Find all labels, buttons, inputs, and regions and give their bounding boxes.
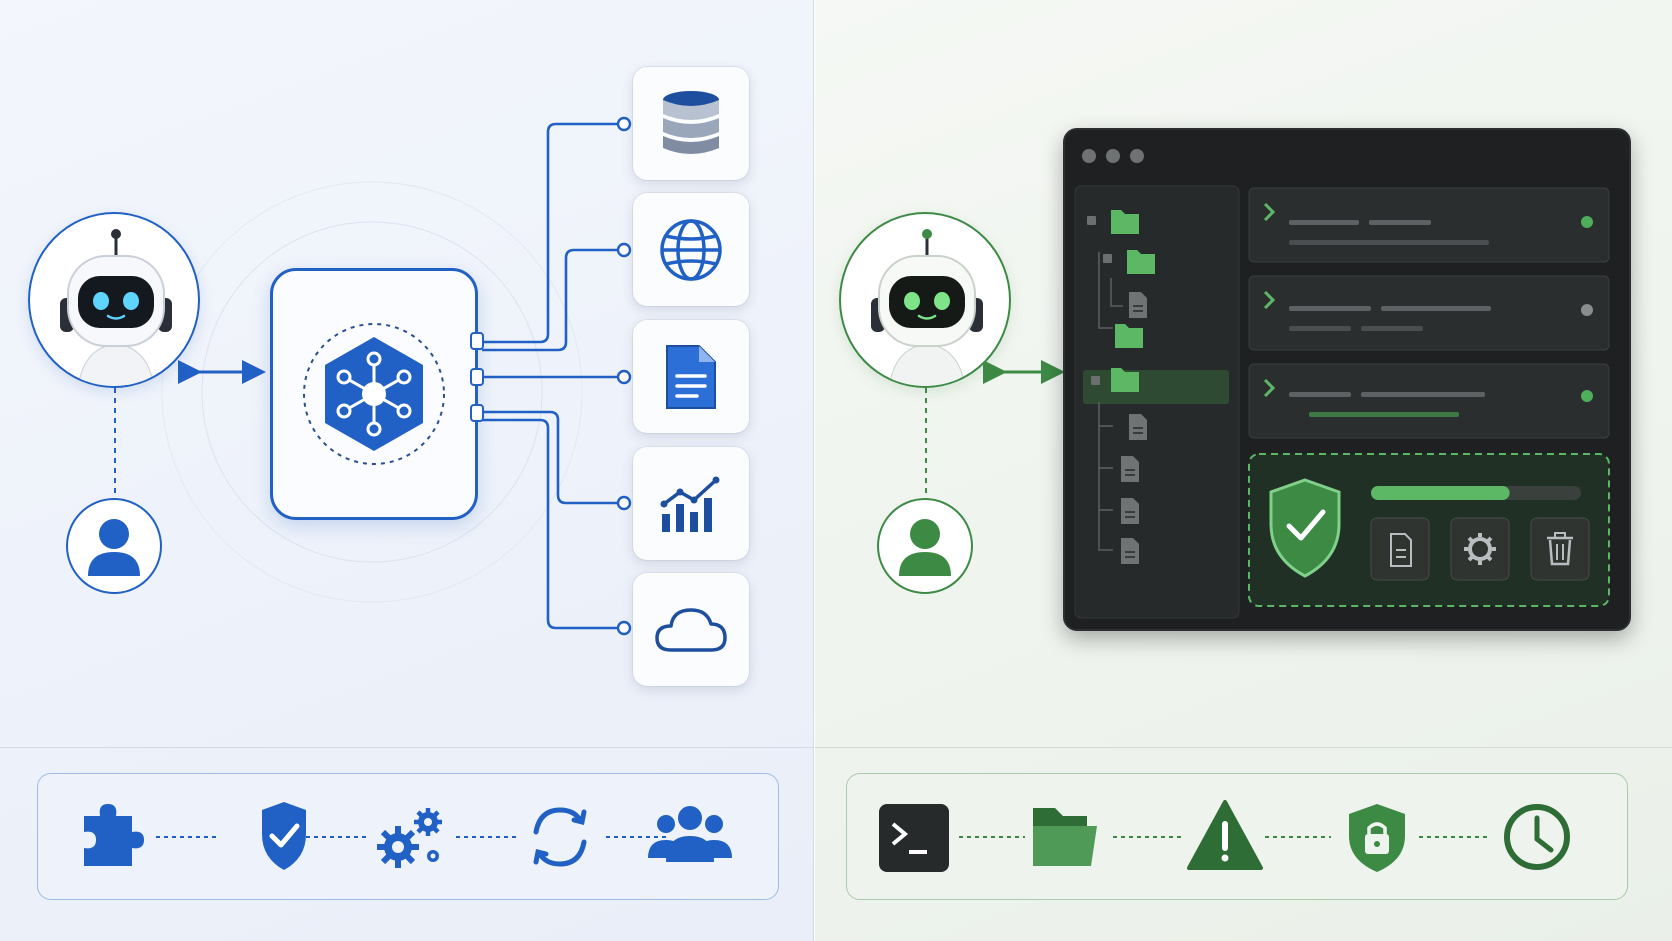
agent-node [839,212,1011,388]
terminal-icon [879,804,949,872]
hub-port-2 [470,368,484,386]
resource-database[interactable] [633,67,749,180]
left-tray-icons [84,802,732,870]
document-icon [666,344,716,409]
user-icon [899,519,951,576]
terminal-row-2 [1248,275,1610,351]
security-progress-fill [1371,486,1510,500]
user-node [877,498,973,594]
team-icon [648,806,732,862]
right-capability-tray [846,773,1628,900]
sandbox-window [1063,128,1631,631]
resource-document[interactable] [633,320,749,433]
hub-port-1 [470,332,484,350]
hub-resource-links [482,122,624,630]
robot-icon [60,229,172,386]
right-divider [815,747,1672,748]
resource-analytics[interactable] [633,447,749,560]
gears-icon [377,808,442,868]
database-icon [663,90,719,154]
action-trash-button [1530,517,1590,581]
puzzle-icon [84,804,144,866]
action-file-button [1370,517,1430,581]
robot-icon [871,229,983,386]
resource-cloud[interactable] [633,573,749,686]
left-panel [0,0,814,941]
clock-icon [1504,804,1570,870]
shield-lock-icon [1349,804,1405,872]
left-connectors [114,116,632,636]
cloud-icon [655,607,727,652]
chart-icon [660,476,720,532]
window-dot-close [1082,149,1096,163]
terminal-row-3 [1248,363,1610,439]
terminal-row-1 [1248,187,1610,263]
folder-icon [1111,210,1155,392]
right-tray-icons [879,800,1570,872]
right-connectors [925,360,1065,500]
left-divider [0,747,813,748]
user-icon [88,519,140,576]
file-tree-selected-row [1083,370,1229,404]
user-node [66,498,162,594]
action-gear-button [1450,517,1510,581]
hub-node [270,268,478,520]
sync-icon [533,807,587,867]
resource-web[interactable] [633,193,749,306]
agent-node [28,212,200,388]
left-capability-tray [37,773,779,900]
window-dot-minimize [1106,149,1120,163]
window-dot-maximize [1130,149,1144,163]
shield-check-icon [1269,478,1341,578]
sandbox-window-content [1074,149,1610,619]
folder-icon [1033,808,1097,866]
globe-icon [660,218,722,281]
warning-icon [1187,800,1263,870]
hub-network-icon [303,323,445,465]
hub-port-3 [470,404,484,422]
shield-check-icon [262,802,306,870]
right-panel [815,0,1672,941]
